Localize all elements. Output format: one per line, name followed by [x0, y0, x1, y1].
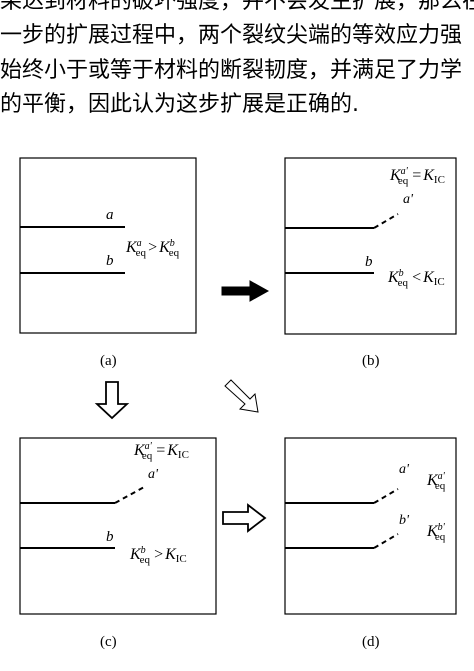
- panel-d-label-a: a': [399, 462, 410, 477]
- paragraph-line-1: 果达到材料的破坏强度，并不会发生扩展，那么在: [0, 0, 474, 14]
- panel-c-crack-a-extension: [114, 485, 147, 504]
- panel-d-crack-a-extension: [373, 488, 399, 504]
- panel-d-crack-b-extension: [373, 533, 399, 549]
- panel-b-frame: [284, 157, 457, 335]
- panel-c-formula-top: Ka'eq=KIC: [133, 441, 189, 462]
- arrow-a-to-c-icon: [94, 381, 130, 420]
- panel-b-crack-a-extension: [373, 213, 399, 229]
- panel-a-frame: [19, 157, 197, 334]
- caption-b: (b): [362, 353, 380, 369]
- panel-b-label-b: b: [365, 254, 373, 270]
- caption-a: (a): [100, 353, 117, 369]
- caption-c: (c): [100, 634, 117, 650]
- panel-b-label-a: a': [403, 192, 414, 207]
- panel-d-frame: [284, 437, 457, 615]
- caption-d: (d): [362, 634, 380, 650]
- panel-b-formula-top: Ka'eq=KIC: [389, 166, 445, 187]
- panel-d-formula-bottom: Kb'eq: [426, 522, 446, 543]
- arrow-a-to-d-icon: [224, 379, 259, 413]
- arrow-c-to-d-icon: [222, 503, 267, 533]
- panel-c-label-b: b: [106, 529, 114, 545]
- paragraph-line-2: 一步的扩展过程中，两个裂纹尖端的等效应力强: [0, 23, 463, 48]
- panel-a-label-a: a: [106, 207, 114, 223]
- panel-a-label-b: b: [106, 253, 114, 269]
- arrow-a-to-b-icon: [221, 280, 270, 302]
- paragraph-line-3: 始终小于或等于材料的断裂韧度，并满足了力学: [0, 58, 463, 83]
- panel-c-frame: [19, 437, 217, 615]
- panel-d-formula-top: Ka'eq: [426, 471, 446, 492]
- panel-c-label-a: a': [148, 467, 159, 482]
- paragraph-line-4: 的平衡，因此认为这步扩展是正确的.: [0, 92, 359, 117]
- panel-d-label-b: b': [399, 513, 410, 528]
